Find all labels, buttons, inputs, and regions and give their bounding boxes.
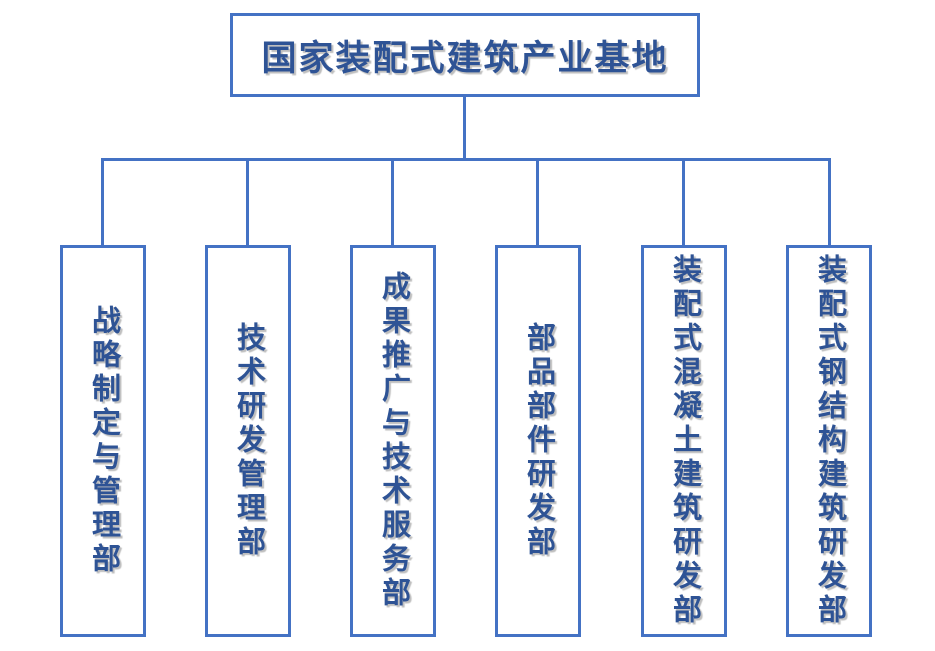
dept-label: 装配式混凝土建筑研发部 [668, 254, 701, 628]
dept-label: 成果推广与技术服务部 [377, 271, 410, 611]
connector-horizontal [101, 158, 831, 161]
connector-drop-6 [828, 158, 831, 246]
dept-node-strategy-management: 战略制定与管理部 [60, 245, 146, 637]
root-node: 国家装配式建筑产业基地 [230, 13, 700, 97]
dept-node-tech-rd-management: 技术研发管理部 [205, 245, 291, 637]
dept-node-promotion-tech-service: 成果推广与技术服务部 [350, 245, 436, 637]
connector-drop-1 [101, 158, 104, 246]
dept-node-precast-concrete-rd: 装配式混凝土建筑研发部 [641, 245, 727, 637]
dept-label: 技术研发管理部 [232, 322, 265, 560]
connector-drop-2 [246, 158, 249, 246]
dept-node-steel-structure-rd: 装配式钢结构建筑研发部 [786, 245, 872, 637]
connector-drop-3 [391, 158, 394, 246]
dept-label: 战略制定与管理部 [87, 305, 120, 577]
root-node-label: 国家装配式建筑产业基地 [261, 38, 669, 78]
dept-label: 部品部件研发部 [522, 322, 555, 560]
connector-drop-4 [536, 158, 539, 246]
connector-root-drop [463, 97, 466, 159]
dept-node-parts-components-rd: 部品部件研发部 [495, 245, 581, 637]
dept-label: 装配式钢结构建筑研发部 [813, 254, 846, 628]
connector-drop-5 [682, 158, 685, 246]
